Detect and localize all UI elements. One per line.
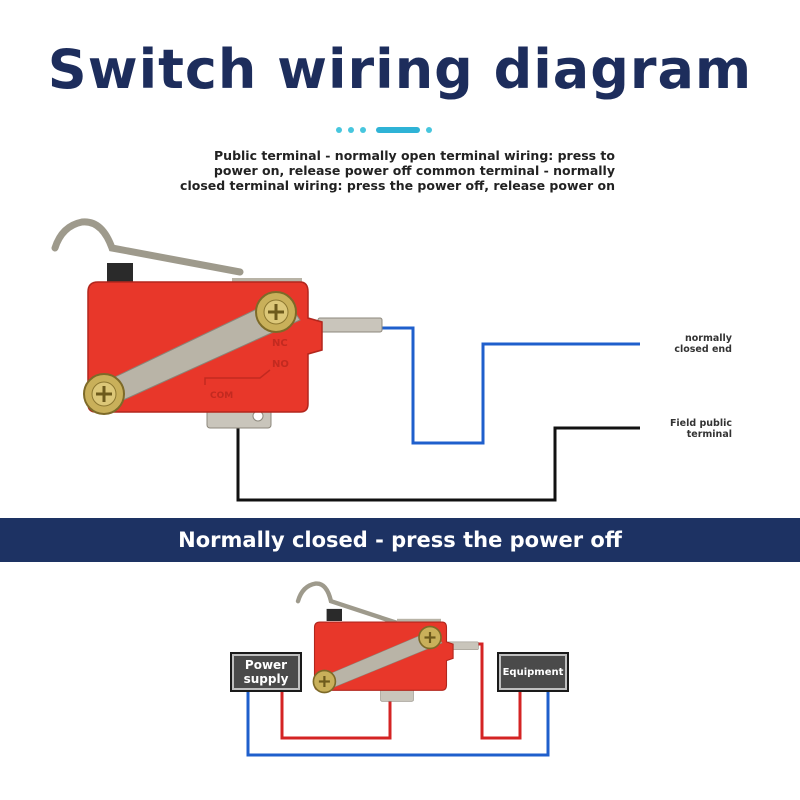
page-title: Switch wiring diagram — [47, 38, 753, 101]
screw-icon — [83, 373, 125, 415]
description-line: closed terminal wiring: press the power … — [180, 178, 615, 193]
no-marking: NO — [272, 359, 289, 370]
com-marking: COM — [210, 391, 233, 401]
microswitch-small — [295, 581, 479, 702]
mode-banner: Normally closed - press the power off — [0, 518, 800, 562]
nc-marking: NC — [272, 338, 288, 349]
switch-hook — [51, 218, 244, 276]
power-supply-box: Power supply — [230, 652, 302, 692]
com-wire-black — [236, 426, 640, 502]
description-line: power on, release power off common termi… — [213, 163, 615, 178]
microswitch-large: NC NO COM — [51, 218, 383, 429]
wiring-description: Public terminal - normally open terminal… — [150, 148, 615, 193]
decorative-dots — [336, 125, 446, 135]
label-field-public-terminal: Field public terminal — [669, 418, 732, 440]
bottom-wire-blue — [246, 690, 550, 757]
description-line: Public terminal - normally open terminal… — [214, 148, 615, 163]
nc-wire-blue — [380, 326, 640, 445]
screw-icon — [255, 291, 297, 333]
label-normally-closed-end: normally closed end — [674, 333, 732, 355]
bottom-wire-red-left — [280, 690, 392, 740]
equipment-box: Equipment — [497, 652, 569, 692]
